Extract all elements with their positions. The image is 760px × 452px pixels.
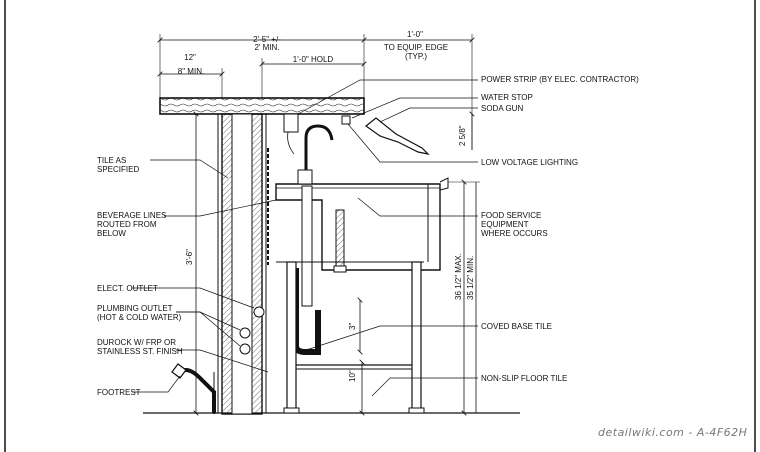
counter-top	[159, 97, 365, 115]
power-strip	[283, 113, 299, 133]
dim-equip-edge-bottom: TO EQUIP. EDGE (TYP.)	[383, 43, 449, 61]
faucet	[304, 124, 334, 178]
label-beverage-lines: BEVERAGE LINES ROUTED FROM BELOW	[97, 211, 167, 238]
plumbing-outlet-cold	[239, 343, 251, 355]
label-elect-outlet: ELECT. OUTLET	[97, 284, 158, 293]
label-low-voltage: LOW VOLTAGE LIGHTING	[481, 158, 579, 167]
dim-min-height: 35 1/2" MIN.	[466, 255, 475, 300]
dim-footrest-height: 10"	[348, 370, 357, 382]
dim-overall-top: 2'-5" +/-	[253, 35, 281, 44]
dim-hold: 1'-0" HOLD	[292, 55, 334, 64]
dim-equip-edge-top: 1'-0"	[407, 30, 423, 39]
footrest	[178, 368, 216, 414]
drain-standpipe	[335, 209, 345, 269]
label-power-strip: POWER STRIP (BY ELEC. CONTRACTOR)	[481, 75, 639, 84]
dim-overhang-min: 8" MIN.	[177, 67, 205, 76]
watermark: detailwiki.com - A-4F62H	[598, 426, 748, 439]
dim-overhang-top: 12"	[184, 53, 196, 62]
dim-counter-height: 3'-6"	[185, 249, 194, 265]
label-coved-base: COVED BASE TILE	[481, 322, 552, 331]
label-footrest: FOOTREST	[97, 388, 141, 397]
elect-outlet	[253, 306, 265, 318]
plumbing-outlet-hot	[239, 327, 251, 339]
dim-max-height: 36 1/2" MAX.	[454, 253, 463, 300]
water-stop	[341, 115, 351, 125]
leg-front	[286, 261, 297, 413]
dim-cove-height: 3"	[348, 322, 357, 330]
label-non-slip: NON-SLIP FLOOR TILE	[481, 374, 568, 383]
dim-overall: 2'-5" +/-	[232, 26, 302, 44]
label-tile: TILE AS SPECIFIED	[97, 156, 140, 174]
dim-overall-min: 2' MIN.	[254, 43, 280, 52]
die-wall-inner	[231, 113, 253, 415]
label-durock: DUROCK W/ FRP OR STAINLESS ST. FINISH	[97, 338, 183, 356]
dim-small-gap: 2 5/8"	[458, 125, 467, 146]
label-food-service: FOOD SERVICE EQUIPMENT WHERE OCCURS	[481, 211, 548, 238]
label-plumbing-outlet: PLUMBING OUTLET (HOT & COLD WATER)	[97, 304, 182, 322]
label-soda-gun: SODA GUN	[481, 104, 524, 113]
leg-back	[411, 261, 422, 413]
label-water-stop: WATER STOP	[481, 93, 533, 102]
sink-basin	[275, 183, 441, 271]
soda-gun	[365, 117, 430, 155]
